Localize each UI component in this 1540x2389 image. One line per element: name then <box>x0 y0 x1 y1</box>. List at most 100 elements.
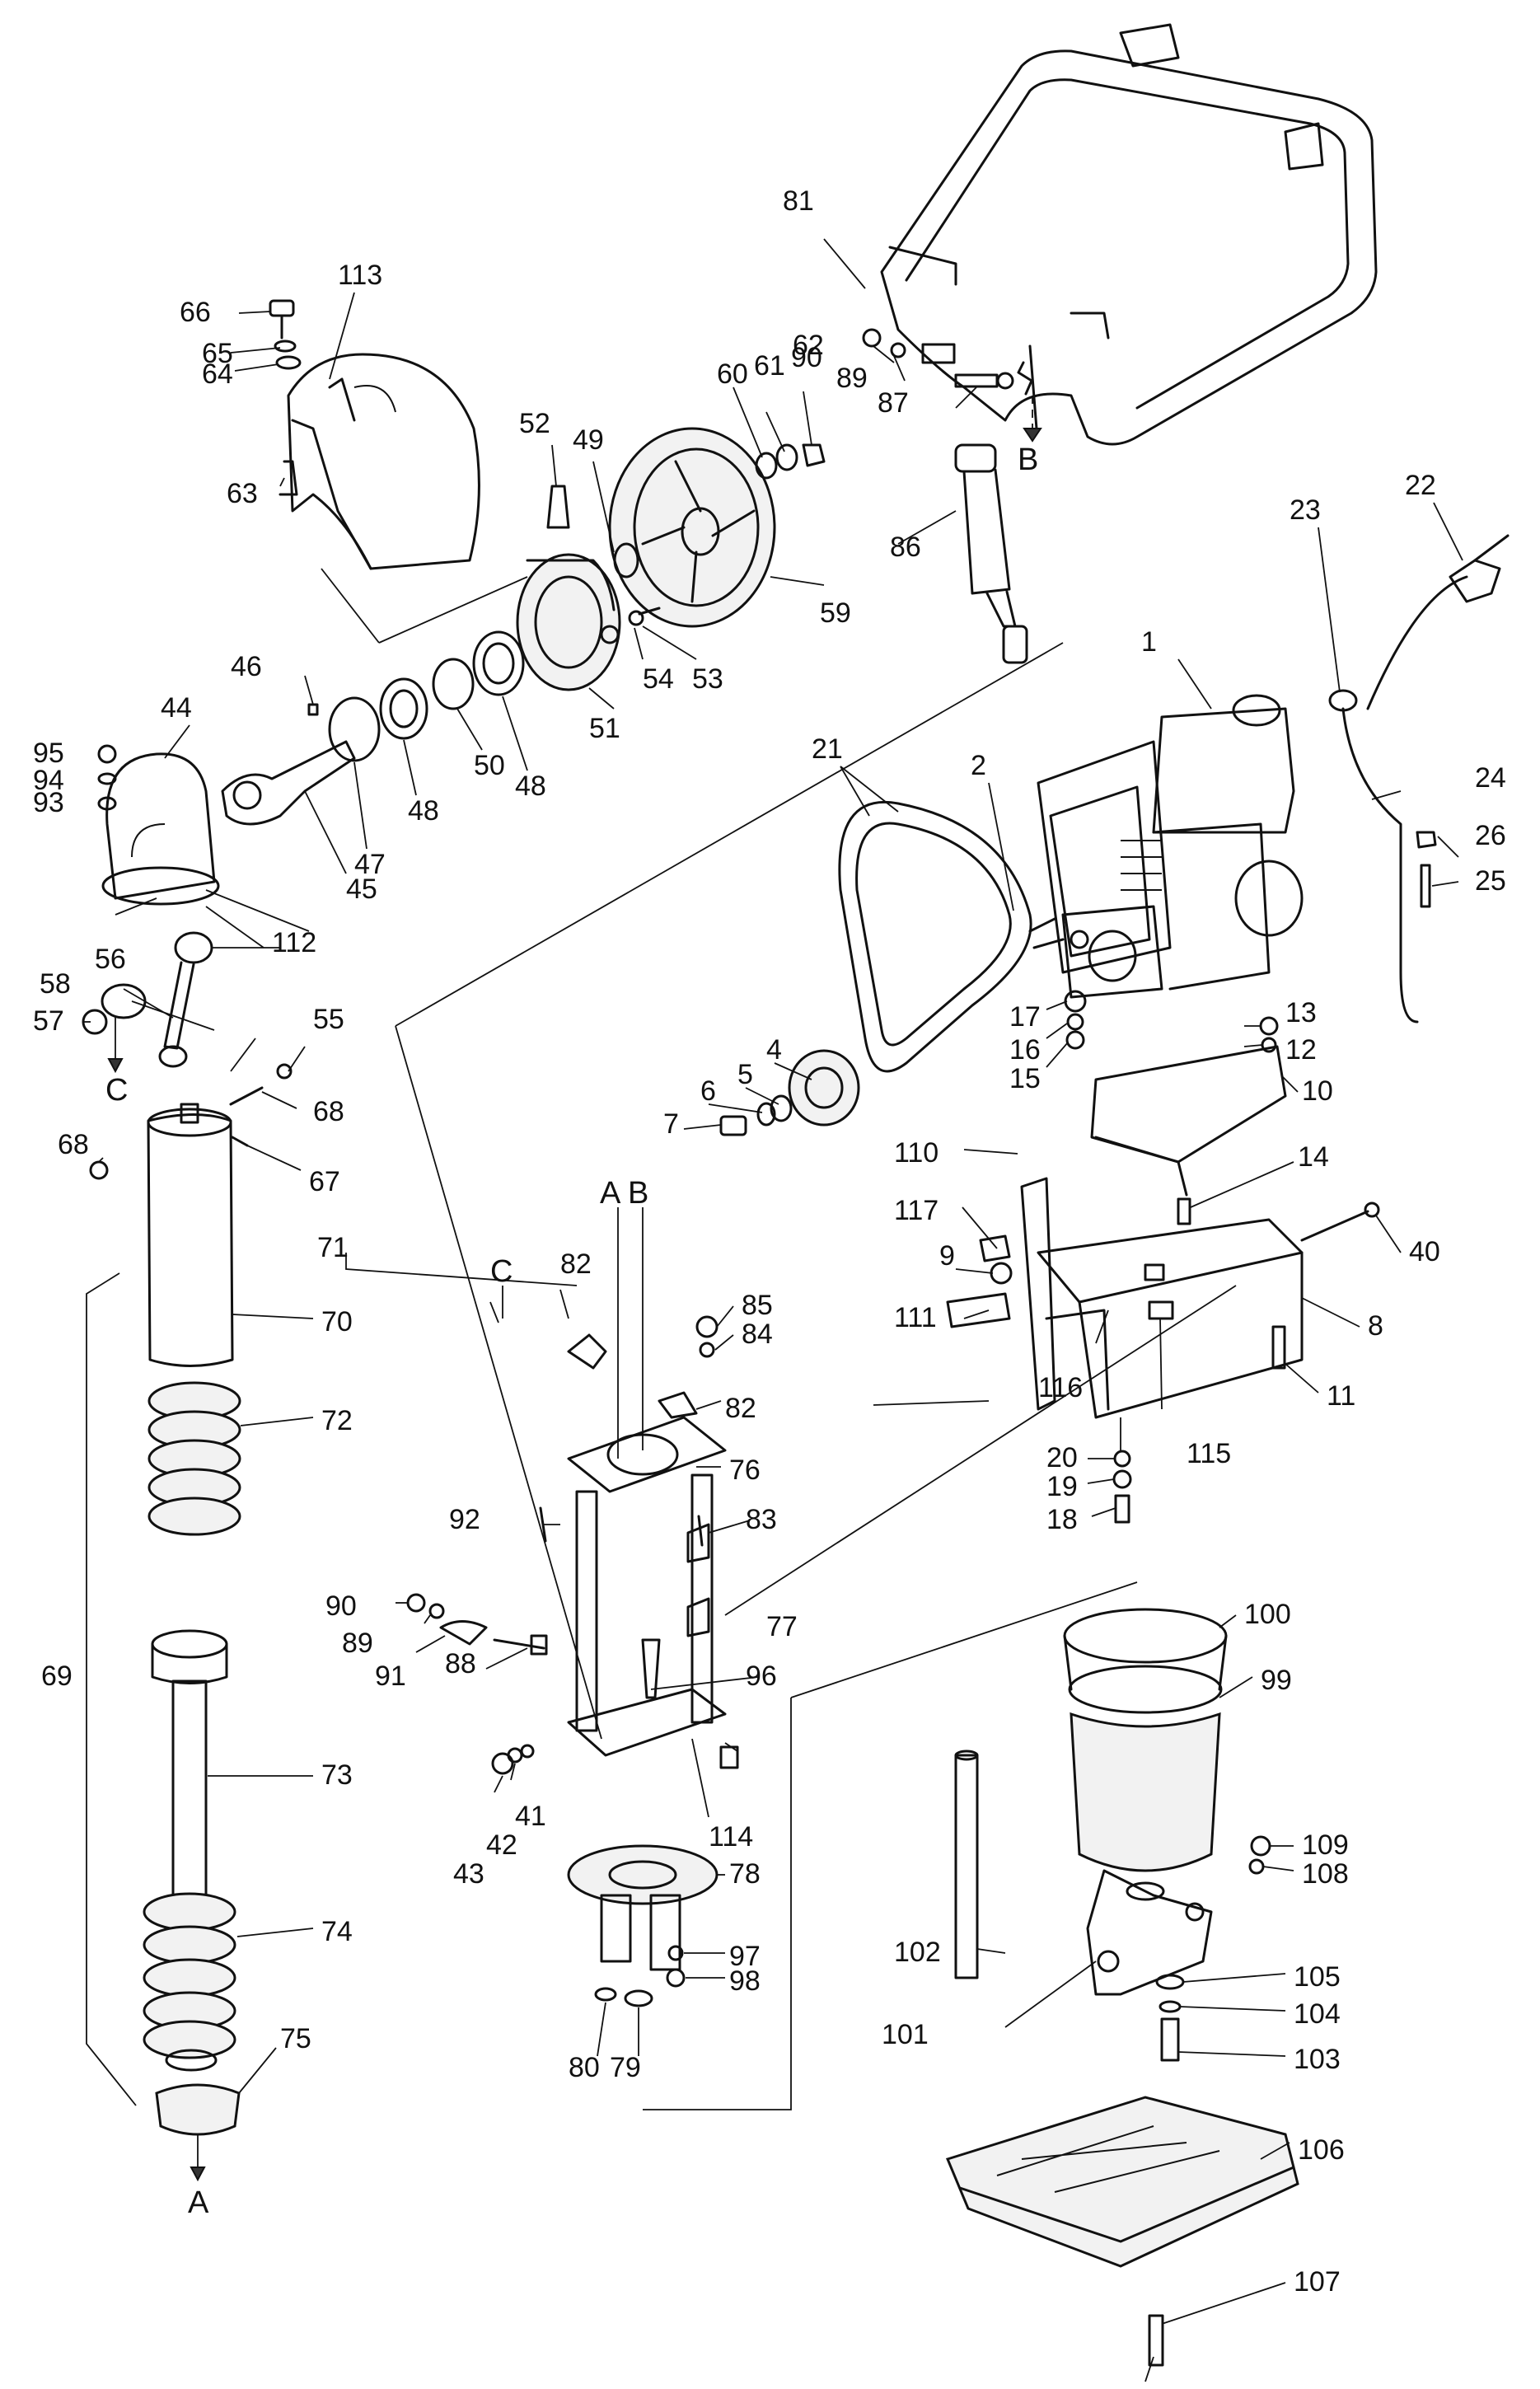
label-47: 47 <box>354 849 386 880</box>
label-83: 83 <box>746 1504 777 1535</box>
label-92: 92 <box>449 1504 480 1535</box>
label-7: 7 <box>663 1108 679 1140</box>
crankshaft-bearings <box>328 630 525 762</box>
label-72: 72 <box>321 1405 353 1436</box>
label-66: 66 <box>180 297 211 328</box>
label-44: 44 <box>161 692 192 724</box>
label-77: 77 <box>766 1611 798 1642</box>
ram-foot <box>155 2049 241 2182</box>
label-91: 91 <box>375 1661 406 1692</box>
label-107: 107 <box>1294 2266 1341 2298</box>
label-6: 6 <box>700 1075 716 1107</box>
part-labels: 1 2 4 5 6 7 8 9 10 11 12 13 14 15 16 17 … <box>33 185 1506 2298</box>
ram-spring <box>143 1892 236 2059</box>
label-8: 8 <box>1368 1310 1383 1342</box>
label-86: 86 <box>890 532 921 563</box>
label-111: 111 <box>894 1302 937 1333</box>
label-13: 13 <box>1285 997 1317 1028</box>
v-belt <box>838 766 1032 1073</box>
label-68a: 68 <box>313 1096 344 1127</box>
label-105: 105 <box>1294 1961 1341 1993</box>
piston-sleeve <box>89 1063 293 1367</box>
label-63: 63 <box>227 478 258 509</box>
label-10: 10 <box>1302 1075 1333 1107</box>
label-17: 17 <box>1009 1001 1041 1033</box>
label-22: 22 <box>1405 470 1436 501</box>
label-67: 67 <box>309 1166 340 1197</box>
label-85: 85 <box>742 1290 773 1321</box>
label-58: 58 <box>40 968 71 1000</box>
label-1: 1 <box>1141 626 1157 658</box>
label-103: 103 <box>1294 2044 1341 2075</box>
label-65: 65 <box>202 338 233 369</box>
label-41: 41 <box>515 1801 546 1832</box>
label-55: 55 <box>313 1004 344 1035</box>
label-99: 99 <box>1261 1665 1292 1696</box>
label-21: 21 <box>812 733 843 765</box>
belt-cover <box>279 353 528 644</box>
ref-mark-c-left: C <box>105 1073 128 1108</box>
label-104: 104 <box>1294 1998 1341 2030</box>
label-117: 117 <box>894 1195 939 1226</box>
label-20: 20 <box>1046 1442 1078 1473</box>
throttle-assembly <box>1328 534 1510 1024</box>
label-53: 53 <box>692 663 723 695</box>
pulley-washers <box>613 443 826 626</box>
bellows <box>1063 1608 1228 1872</box>
label-62: 62 <box>793 330 824 361</box>
ref-mark-c-frame: C <box>490 1254 513 1289</box>
label-114: 114 <box>709 1821 753 1853</box>
label-16: 16 <box>1009 1034 1041 1066</box>
label-98: 98 <box>729 1965 761 1997</box>
label-112: 112 <box>272 927 316 958</box>
label-64: 64 <box>202 358 233 390</box>
label-60: 60 <box>717 358 748 390</box>
label-61: 61 <box>754 350 785 382</box>
assembly-bracket-line <box>86 1272 137 2106</box>
label-100: 100 <box>1244 1599 1291 1630</box>
guide-rod <box>954 1750 979 1979</box>
engine-plate <box>1064 990 1287 1225</box>
label-11: 11 <box>1327 1380 1355 1412</box>
label-70: 70 <box>321 1306 353 1337</box>
label-74: 74 <box>321 1916 353 1947</box>
label-79: 79 <box>610 2052 641 2083</box>
label-52: 52 <box>519 408 550 439</box>
foot-bracket <box>1086 1835 1271 2062</box>
label-4: 4 <box>766 1034 782 1066</box>
label-73: 73 <box>321 1759 353 1791</box>
label-108: 108 <box>1302 1858 1349 1890</box>
label-106: 106 <box>1298 2134 1345 2166</box>
label-5: 5 <box>737 1059 753 1090</box>
label-49: 49 <box>573 424 604 456</box>
engine-pulley <box>719 1049 860 1136</box>
label-23: 23 <box>1290 494 1321 526</box>
label-69: 69 <box>41 1661 73 1692</box>
label-14: 14 <box>1298 1141 1329 1173</box>
label-75: 75 <box>280 2023 311 2054</box>
label-94: 94 <box>33 765 64 796</box>
ref-mark-b-top: B <box>1018 443 1038 477</box>
label-71: 71 <box>317 1232 349 1263</box>
bearing-housing <box>516 485 621 691</box>
label-12: 12 <box>1285 1034 1317 1066</box>
label-24: 24 <box>1475 762 1506 794</box>
leader-brackets <box>345 642 1237 2110</box>
ref-mark-b-frame: B <box>628 1176 648 1211</box>
label-43: 43 <box>453 1858 484 1890</box>
label-42: 42 <box>486 1829 517 1861</box>
label-81: 81 <box>783 185 814 217</box>
ref-mark-a-bottom: A <box>188 2185 209 2220</box>
label-59: 59 <box>820 597 851 629</box>
label-110: 110 <box>894 1137 939 1169</box>
main-frame <box>539 1315 727 1757</box>
label-leaders <box>82 238 1463 2325</box>
label-88: 88 <box>445 1648 476 1679</box>
label-26: 26 <box>1475 820 1506 851</box>
label-90a: 90 <box>791 342 822 373</box>
label-68b: 68 <box>58 1129 89 1160</box>
label-115: 115 <box>1187 1438 1231 1469</box>
crank-housing <box>97 744 220 906</box>
cover-bolt <box>269 299 302 370</box>
